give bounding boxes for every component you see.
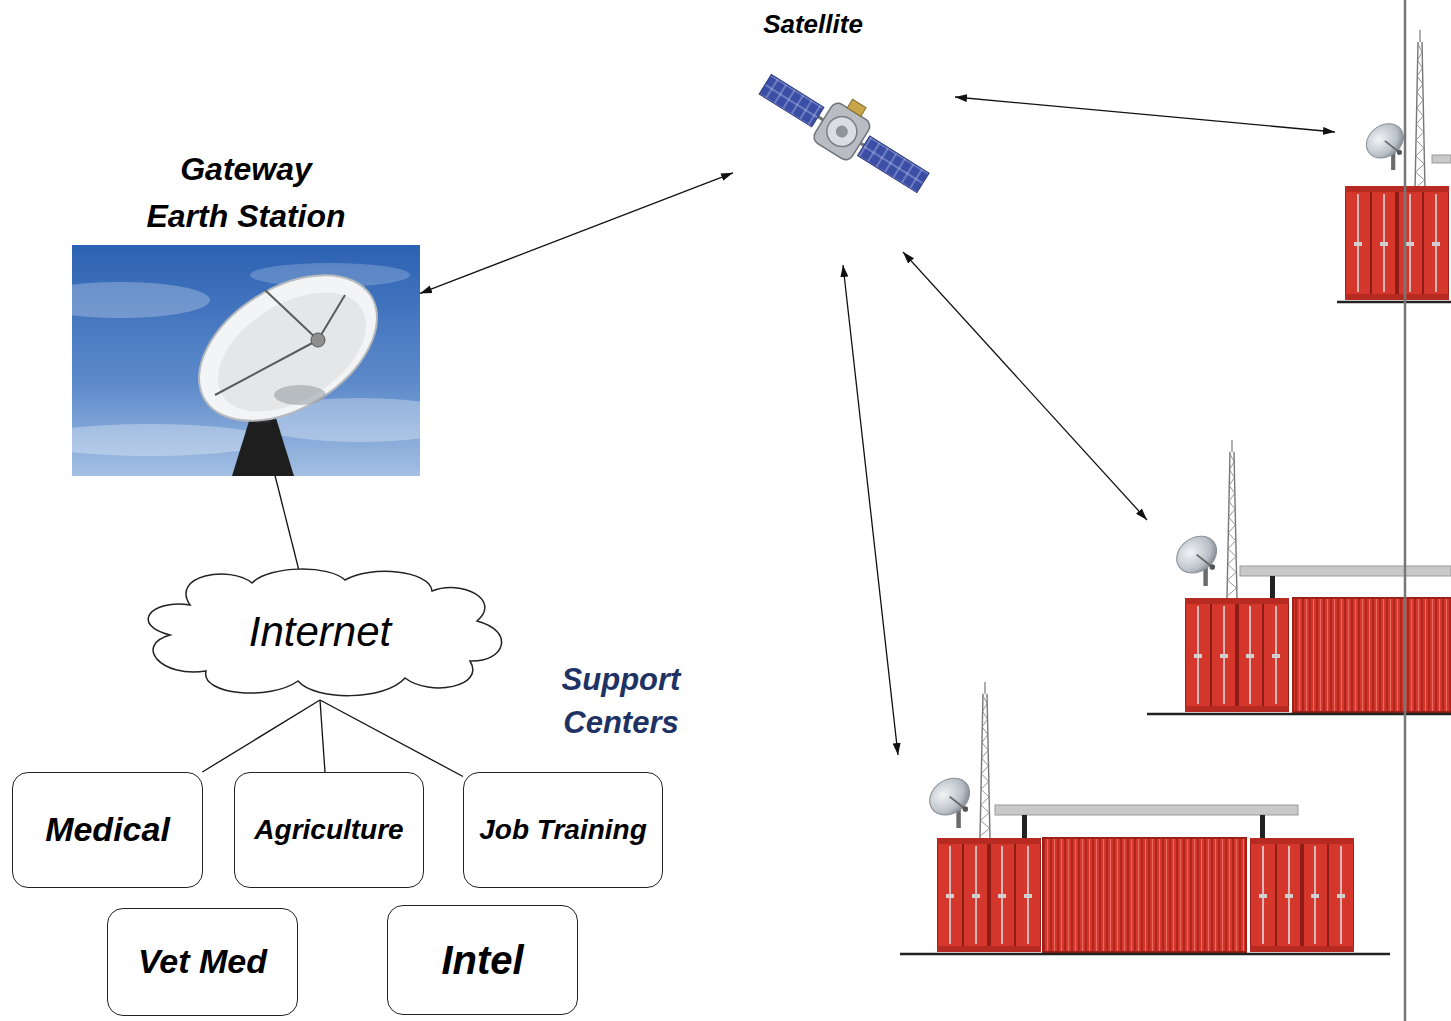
node-text: Job Training: [479, 814, 647, 846]
support-center-box: Medical: [12, 772, 203, 888]
earth-station-photo: [72, 245, 420, 476]
support-center-box: Vet Med: [107, 908, 298, 1016]
connector: [320, 700, 325, 772]
connector: [202, 700, 320, 772]
connector: [275, 476, 301, 579]
node-heading: Gateway Earth Station: [96, 146, 396, 239]
remote-site: [900, 682, 1390, 954]
support-center-box: Intel: [387, 905, 578, 1015]
group-label: Support Centers: [546, 658, 696, 745]
divider-line: [1404, 0, 1407, 1021]
satellite-node: Satellite: [733, 50, 950, 212]
satellite-picture: [753, 56, 940, 202]
support-center-box: Job Training: [463, 772, 663, 888]
connector: [420, 173, 733, 294]
node-heading: Satellite: [733, 6, 893, 44]
node-text: Agriculture: [254, 814, 403, 846]
remote-site: [1337, 30, 1451, 302]
node-text: Medical: [45, 810, 170, 849]
support-center-box: Agriculture: [234, 772, 424, 888]
connector: [320, 700, 463, 777]
internet-cloud: Internet: [130, 565, 510, 700]
node-text: Internet: [249, 608, 391, 656]
node-text: Intel: [441, 937, 523, 983]
node-text: Vet Med: [138, 942, 267, 981]
earth-station-node: Gateway Earth Station: [72, 245, 420, 476]
site-links: [843, 97, 1335, 755]
